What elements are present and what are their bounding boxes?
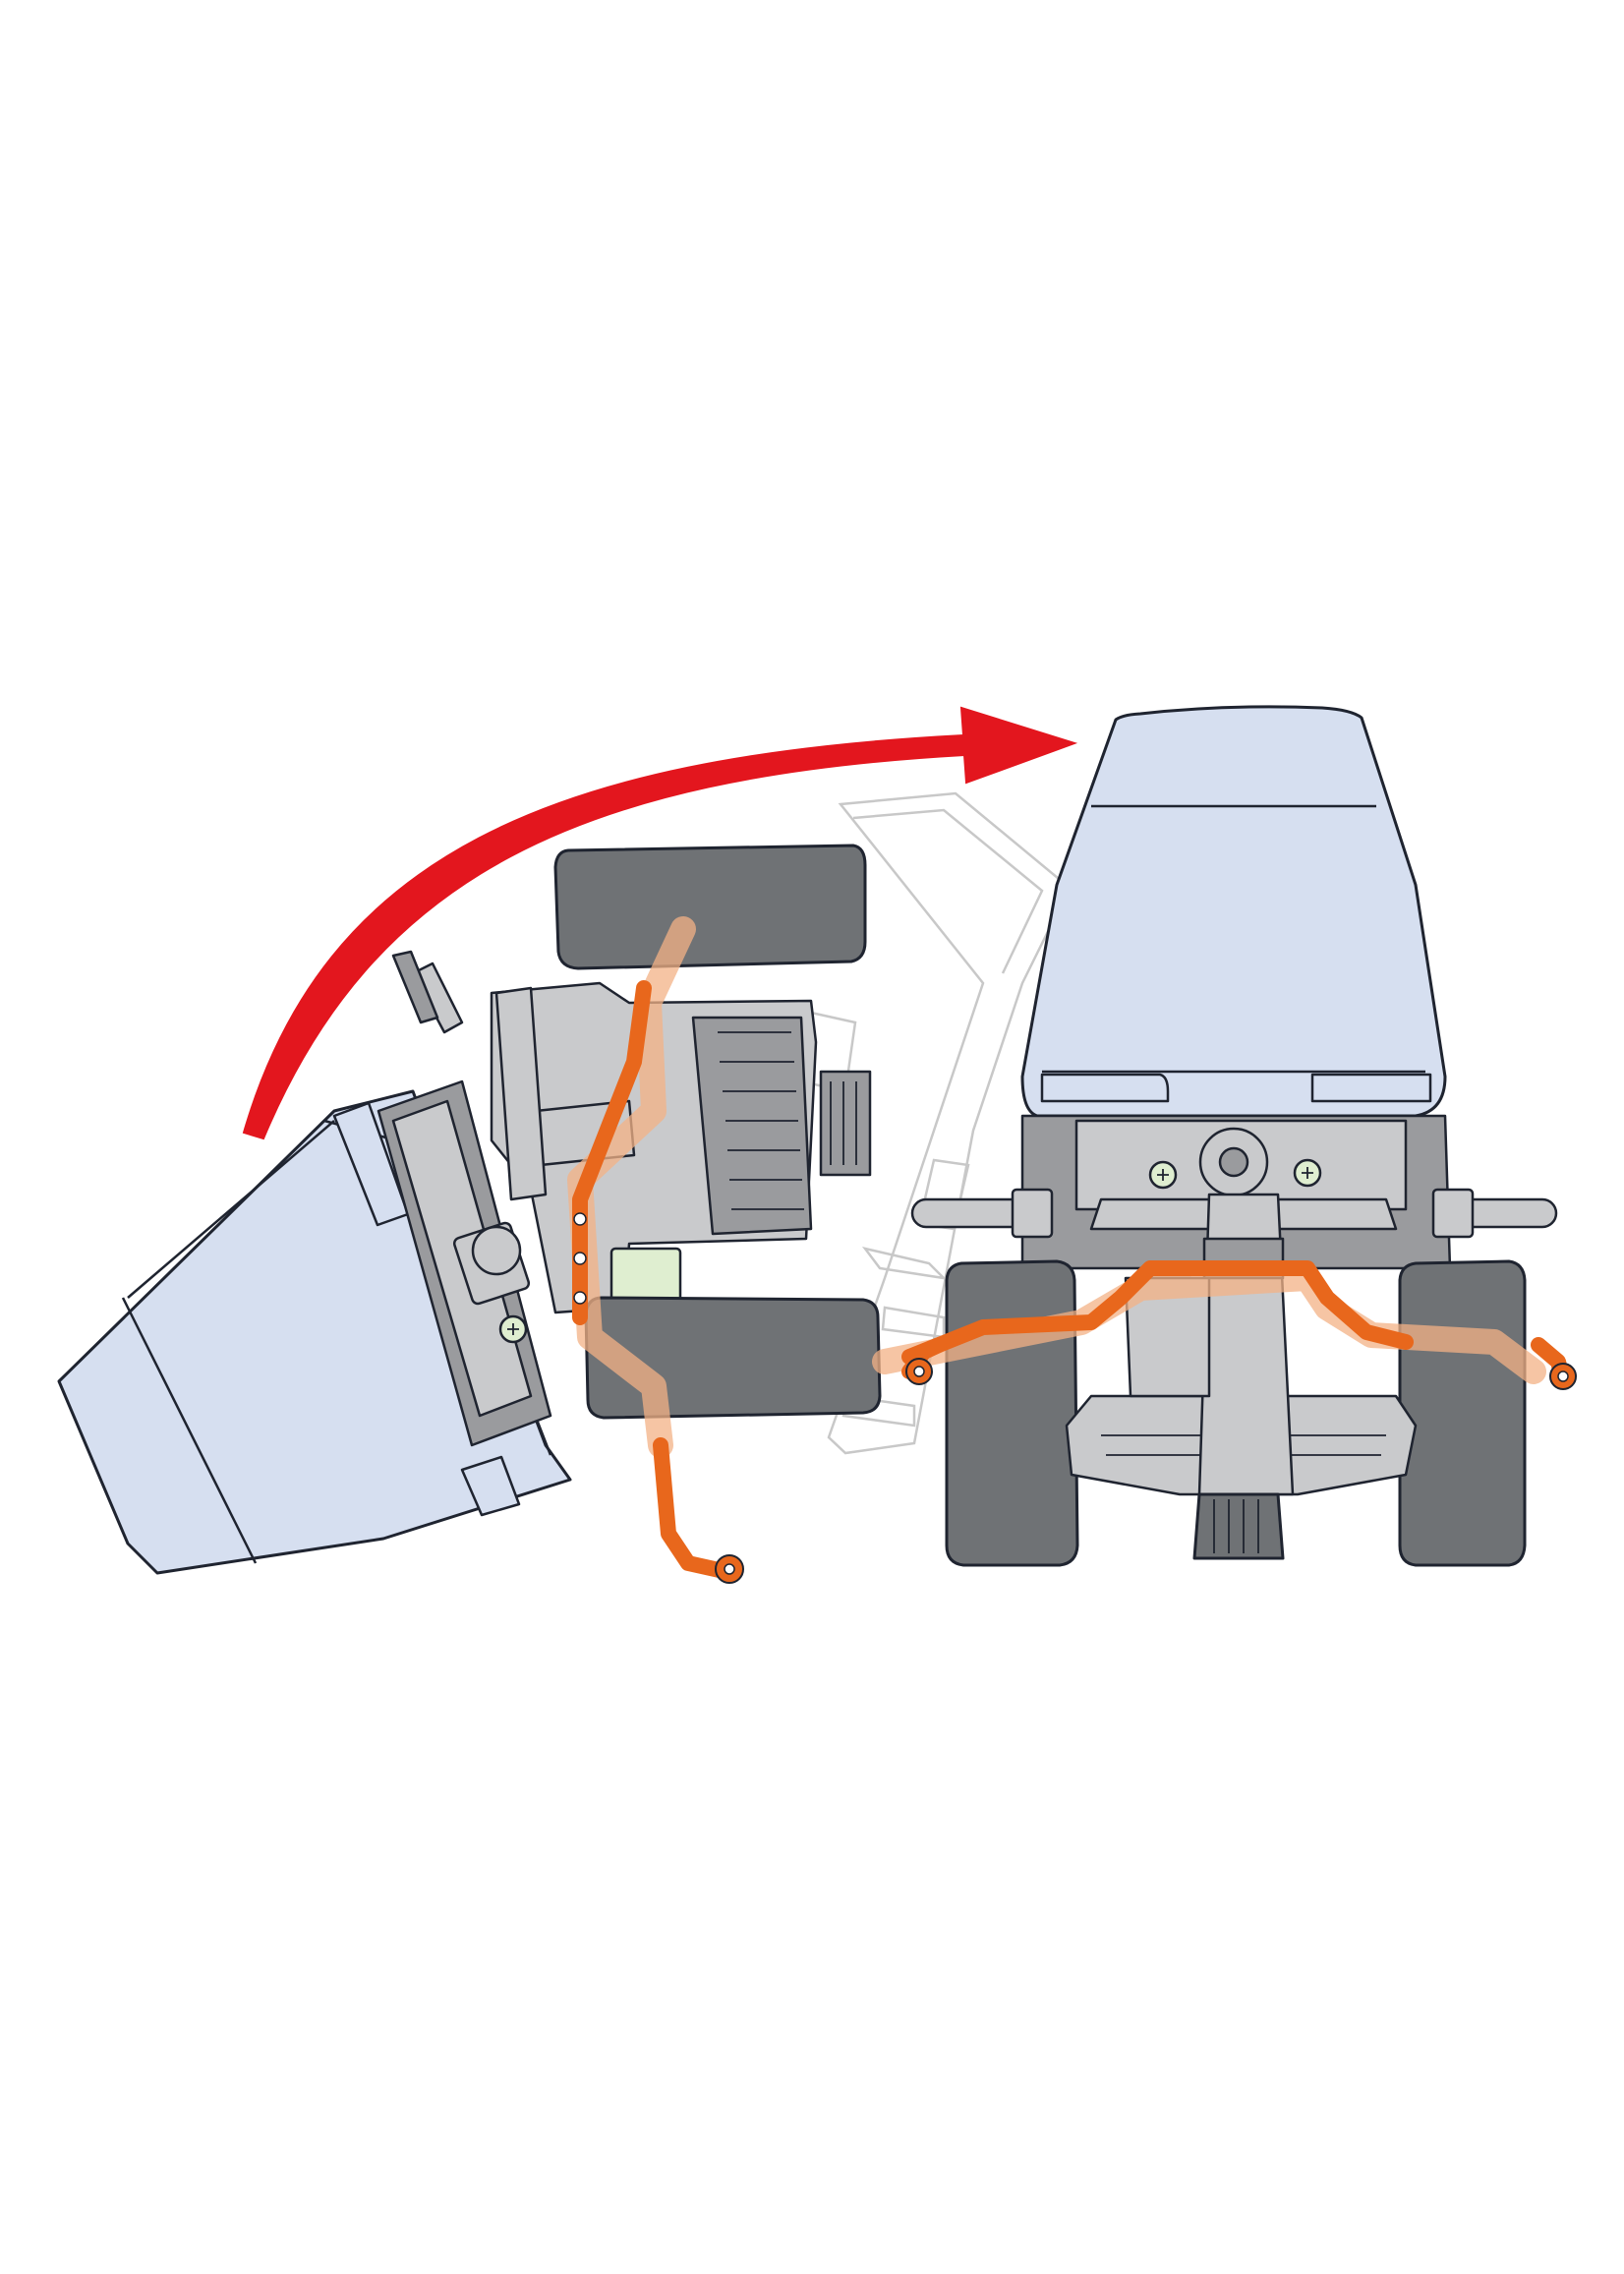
body-shell-upright xyxy=(1020,705,1447,1118)
tire-top xyxy=(553,844,867,970)
tire-left xyxy=(945,1259,1079,1567)
curved-arrow-icon xyxy=(242,706,1078,1140)
gearbox-block xyxy=(490,981,872,1314)
linkage-arm-upright xyxy=(872,1260,1577,1390)
upright-chassis xyxy=(872,705,1577,1567)
suspension-bars xyxy=(910,1188,1558,1239)
linkage-arm xyxy=(567,916,744,1584)
chassis-interior xyxy=(377,950,552,1447)
chassis-cavity xyxy=(1020,1114,1452,1270)
tire-right xyxy=(1398,1259,1527,1567)
tilted-chassis xyxy=(57,844,882,1584)
